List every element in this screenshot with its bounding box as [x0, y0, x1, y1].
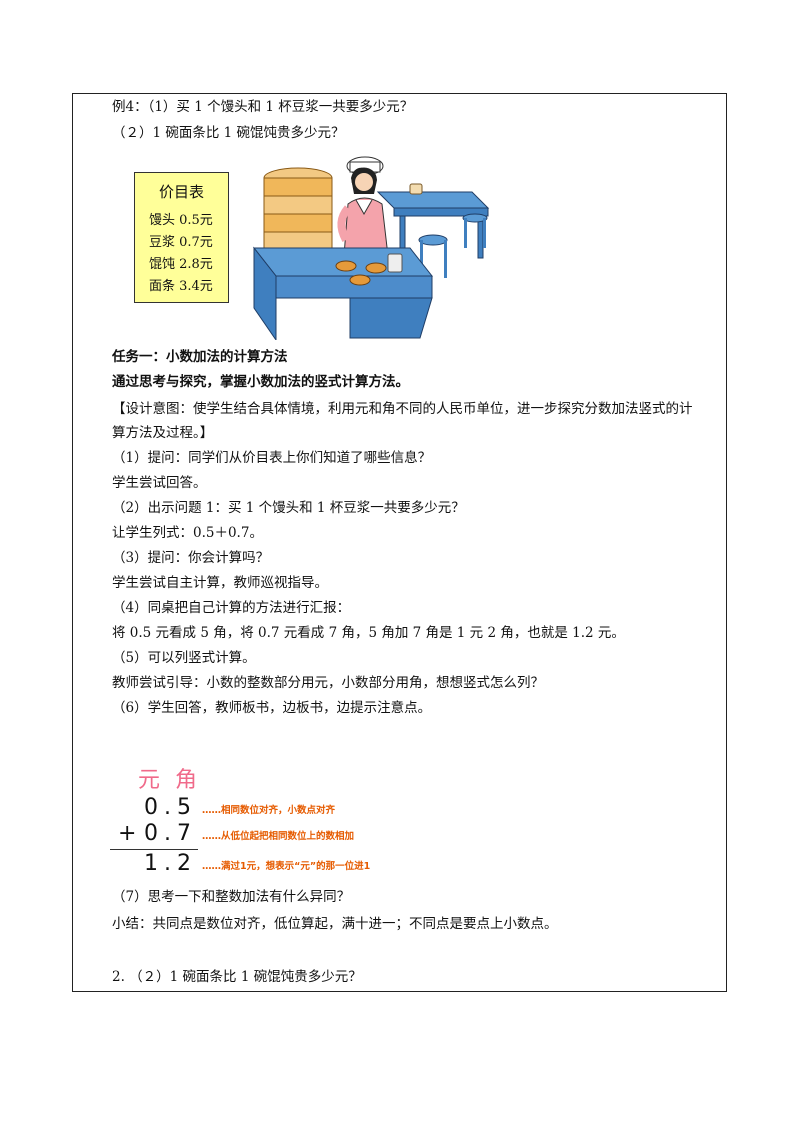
calc-result: 1.2: [144, 851, 197, 876]
step-text: （6）学生回答，教师板书，边板书，边提示注意点。: [112, 700, 432, 716]
example-question-2: （２）1 碗面条比 1 碗馄饨贵多少元？: [112, 125, 345, 141]
calc-addend-1: 0.5: [144, 795, 197, 820]
design-intent-line1: 【设计意图：使学生结合具体情境，利用元和角不同的人民币单位，进一步探究分数加法竖…: [112, 401, 693, 417]
step-text: 将 0.5 元看成 5 角，将 0.7 元看成 7 角，5 角加 7 角是 1 …: [112, 625, 625, 641]
task-goal: 通过思考与探究，掌握小数加法的竖式计算方法。: [112, 374, 409, 390]
price-table-title: 价目表: [158, 183, 204, 201]
step-text: （5）可以列竖式计算。: [112, 650, 256, 666]
step-text: （4）同桌把自己计算的方法进行汇报：: [112, 600, 351, 616]
summary: 小结：共同点是数位对齐，低位算起，满十进一；不同点是要点上小数点。: [112, 916, 558, 932]
step-text: （1）提问：同学们从价目表上你们知道了哪些信息？: [112, 450, 432, 466]
task-title: 任务一：小数加法的计算方法: [112, 349, 288, 365]
question-7: （7）思考一下和整数加法有什么异同？: [112, 889, 351, 905]
step-text: 让学生列式：0.5＋0.7。: [112, 525, 263, 541]
price-item: 豆浆 0.7元: [149, 235, 213, 250]
step-text: （3）提问：你会计算吗？: [112, 550, 270, 566]
lesson-table-cell: [72, 93, 727, 992]
calc-note: ……相同数位对齐，小数点对齐: [202, 805, 336, 816]
price-item: 馄饨 2.8元: [149, 257, 213, 272]
calc-sum-line: [110, 849, 198, 850]
step-text: 教师尝试引导：小数的整数部分用元，小数部分用角，想想竖式怎么列？: [112, 675, 544, 691]
table-top-border: [72, 93, 727, 94]
breakfast-shop-illustration: [252, 156, 490, 340]
calc-note: ……从低位起把相同数位上的数相加: [202, 831, 355, 842]
price-item: 面条 3.4元: [149, 279, 213, 294]
design-intent-line2: 算方法及过程。】: [112, 425, 214, 441]
calc-plus-sign: +: [118, 821, 137, 846]
price-table: 价目表 馒头 0.5元 豆浆 0.7元 馄饨 2.8元 面条 3.4元: [134, 172, 229, 303]
calc-unit-headers: 元 角: [138, 768, 201, 793]
calc-addend-2: 0.7: [144, 821, 197, 846]
calc-note: ……满过1元，想表示“元”的那一位进1: [202, 861, 371, 872]
example-question-1: 例4：（1）买 1 个馒头和 1 杯豆浆一共要多少元？: [112, 99, 414, 115]
step-text: （2）出示问题 1：买 1 个馒头和 1 杯豆浆一共要多少元？: [112, 500, 465, 516]
step-text: 学生尝试回答。: [112, 475, 207, 491]
step-text: 学生尝试自主计算，教师巡视指导。: [112, 575, 328, 591]
price-item: 馒头 0.5元: [149, 213, 213, 228]
question-2: 2. （２）1 碗面条比 1 碗馄饨贵多少元？: [112, 969, 362, 985]
